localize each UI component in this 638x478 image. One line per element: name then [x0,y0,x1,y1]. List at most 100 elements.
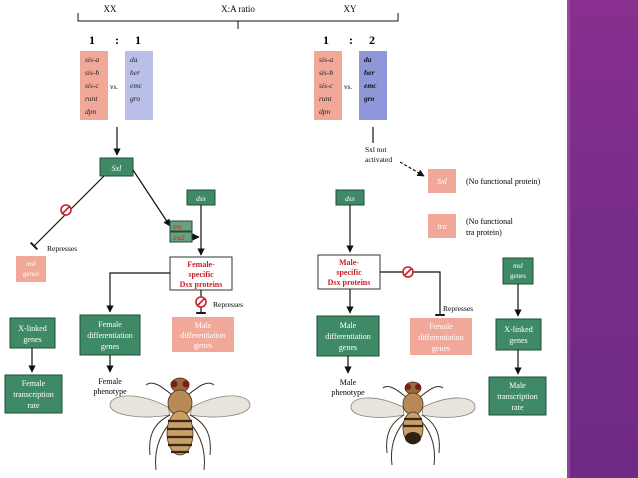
xy-vs: vs. [344,83,352,91]
xx-x-gene-3: runt [85,94,98,103]
represses-male-label: Represses [213,300,243,309]
msl-active-line-0: msl [513,262,523,270]
fly-female-icon [109,377,251,471]
decorative-sidebar [567,0,638,478]
female-diff-line-0: Female [98,320,122,329]
inhibit-icon [60,204,72,216]
sxl-not-line-0: Sxl not [365,145,387,154]
male-rate-line-0: Male [509,381,526,390]
male-diff-line-1: differentiation [325,332,371,341]
female-diff-repressed-box [410,318,472,355]
male-transcription-rate-box [488,376,547,416]
xx-a-gene-3: gro [130,94,140,103]
xx-x-gene-4: dpn [85,107,97,116]
xy-x-count: 1 [323,33,329,47]
xx-vs: vs. [110,83,118,91]
male-diff-genes-box [316,315,380,357]
sxl-not-line-1: activated [365,155,392,164]
xy-colon: : [349,33,353,47]
sxl-label: Sxl [112,164,123,173]
male-diff-rep-line-0: Male [195,321,212,330]
represses-female-label: Represses [443,304,473,313]
sex-determination-diagram: XX X:A ratio XY 1 : 1 sis-a sis-b sis-c … [4,4,547,471]
msl-active-line-1: genes [510,272,526,280]
sxl-box [99,157,134,177]
male-dsx-protein-box [317,254,381,290]
female-diff-rep-line-0: Female [429,322,453,331]
tra-note-line-0: (No functional [466,217,514,226]
x-linked-m-line-0: X-linked [504,325,532,334]
xy-x-gene-3: runt [319,94,332,103]
represses-msl-label: Represses [47,244,77,253]
male-dsx-line-1: specific [336,268,362,277]
female-rate-line-2: rate [28,401,40,410]
x-linked-genes-female-box [9,317,56,349]
male-diff-rep-line-1: differentiation [180,331,226,340]
sxl-nonfunctional-label: Sxl [437,177,448,186]
xx-x-count: 1 [89,33,95,47]
tra-label: tra [173,223,182,231]
xy-a-gene-1: her [364,68,375,77]
tra-note-line-1: tra protein) [466,228,502,237]
xx-ratio-block: 1 : 1 sis-a sis-b sis-c runt dpn da her … [80,33,153,120]
xx-a-gene-0: da [130,55,138,64]
msl-line-0: msl [26,260,36,268]
female-diff-rep-line-1: differentiation [418,333,464,342]
female-dsx-line-0: Female- [187,260,215,269]
msl-line-1: genes [23,270,39,278]
ratio-header: XX X:A ratio XY [77,4,399,29]
xx-x-genes-box [80,51,108,120]
ratio-label: X:A ratio [221,4,255,14]
xy-x-gene-2: sis-c [319,81,333,90]
xx-a-genes-box [125,51,153,120]
male-diff-line-0: Male [340,321,357,330]
xx-x-gene-0: sis-a [85,55,99,64]
x-linked-f-line-1: genes [23,335,41,344]
female-rate-line-0: Female [22,379,46,388]
msl-repressed-box [16,256,46,282]
male-rate-line-2: rate [512,403,524,412]
xy-x-genes-box [314,51,342,120]
female-diff-genes-box [79,314,141,356]
sxl-note: (No functional protein) [466,177,541,186]
tra-box [169,220,193,232]
xy-a-gene-2: emc [364,81,377,90]
fly-male-icon [350,381,476,466]
xx-a-count: 1 [135,33,141,47]
female-diff-rep-line-2: genes [432,344,450,353]
xy-a-count: 2 [369,33,375,47]
x-linked-m-line-1: genes [509,336,527,345]
xy-x-gene-0: sis-a [319,55,333,64]
xx-a-gene-1: her [130,68,140,77]
tra-nonfunctional-box [428,214,456,238]
dsx-label: dsx [196,194,207,203]
female-transcription-rate-box [4,374,63,414]
xy-x-gene-1: sis-b [319,68,333,77]
xy-a-genes-box [359,51,387,120]
male-dsx-line-2: Dsx proteins [328,278,371,287]
female-dsx-line-2: Dsx proteins [180,280,223,289]
xx-a-gene-2: emc [130,81,143,90]
xx-x-gene-1: sis-b [85,68,99,77]
x-linked-genes-male-box [495,318,542,351]
dsx-male-label: dsx [345,194,356,203]
female-phenotype-line-1: phenotype [93,387,127,396]
male-diff-rep-line-2: genes [194,341,212,350]
inhibit-icon [195,296,207,308]
tra2-label: tra2 [173,234,185,242]
xy-x-gene-4: dpn [319,107,331,116]
male-pathway: Sxl not activated Sxl (No functional pro… [316,127,547,416]
xy-ratio-block: 1 : 2 sis-a sis-b sis-c runt dpn da her … [314,33,387,120]
xy-a-gene-3: gro [363,94,375,103]
xy-a-gene-0: da [364,55,372,64]
female-pathway: Sxl Represses msl genes dsx tra tra2 Fem… [4,127,243,414]
female-phenotype-line-0: Female [98,377,122,386]
male-diff-repressed-box [172,317,234,352]
female-dsx-line-1: specific [188,270,214,279]
sxl-nonfunctional-box [428,169,456,193]
xy-label: XY [344,4,357,14]
female-diff-line-2: genes [101,342,119,351]
male-phenotype-line-0: Male [340,378,357,387]
female-rate-line-1: transcription [13,390,53,399]
xx-label: XX [104,4,117,14]
